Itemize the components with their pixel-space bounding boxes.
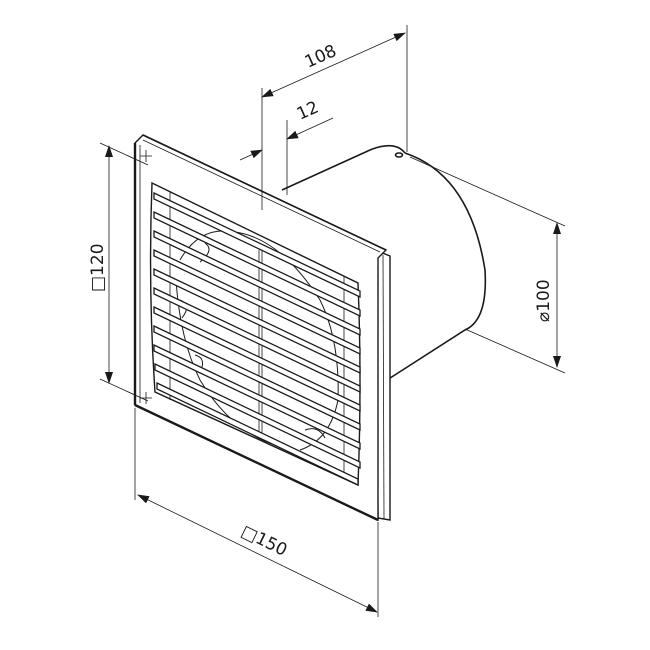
dimension-total-depth: 108 bbox=[261, 25, 408, 210]
dimension-duct-diameter: ⌀100 bbox=[409, 156, 566, 374]
dimension-grille-height: □120 bbox=[88, 142, 149, 402]
dimension-label-108: 108 bbox=[302, 41, 340, 72]
dimension-label-12: 12 bbox=[294, 97, 322, 124]
dimension-label-100: ⌀100 bbox=[534, 279, 554, 322]
dimension-label-150: □150 bbox=[238, 522, 290, 561]
screw-nub-icon bbox=[394, 152, 404, 158]
louver-slats bbox=[153, 191, 361, 487]
duct-cylinder bbox=[281, 144, 487, 381]
dimension-panel-thickness: 12 bbox=[239, 97, 334, 195]
dimension-label-120: □120 bbox=[88, 243, 108, 292]
